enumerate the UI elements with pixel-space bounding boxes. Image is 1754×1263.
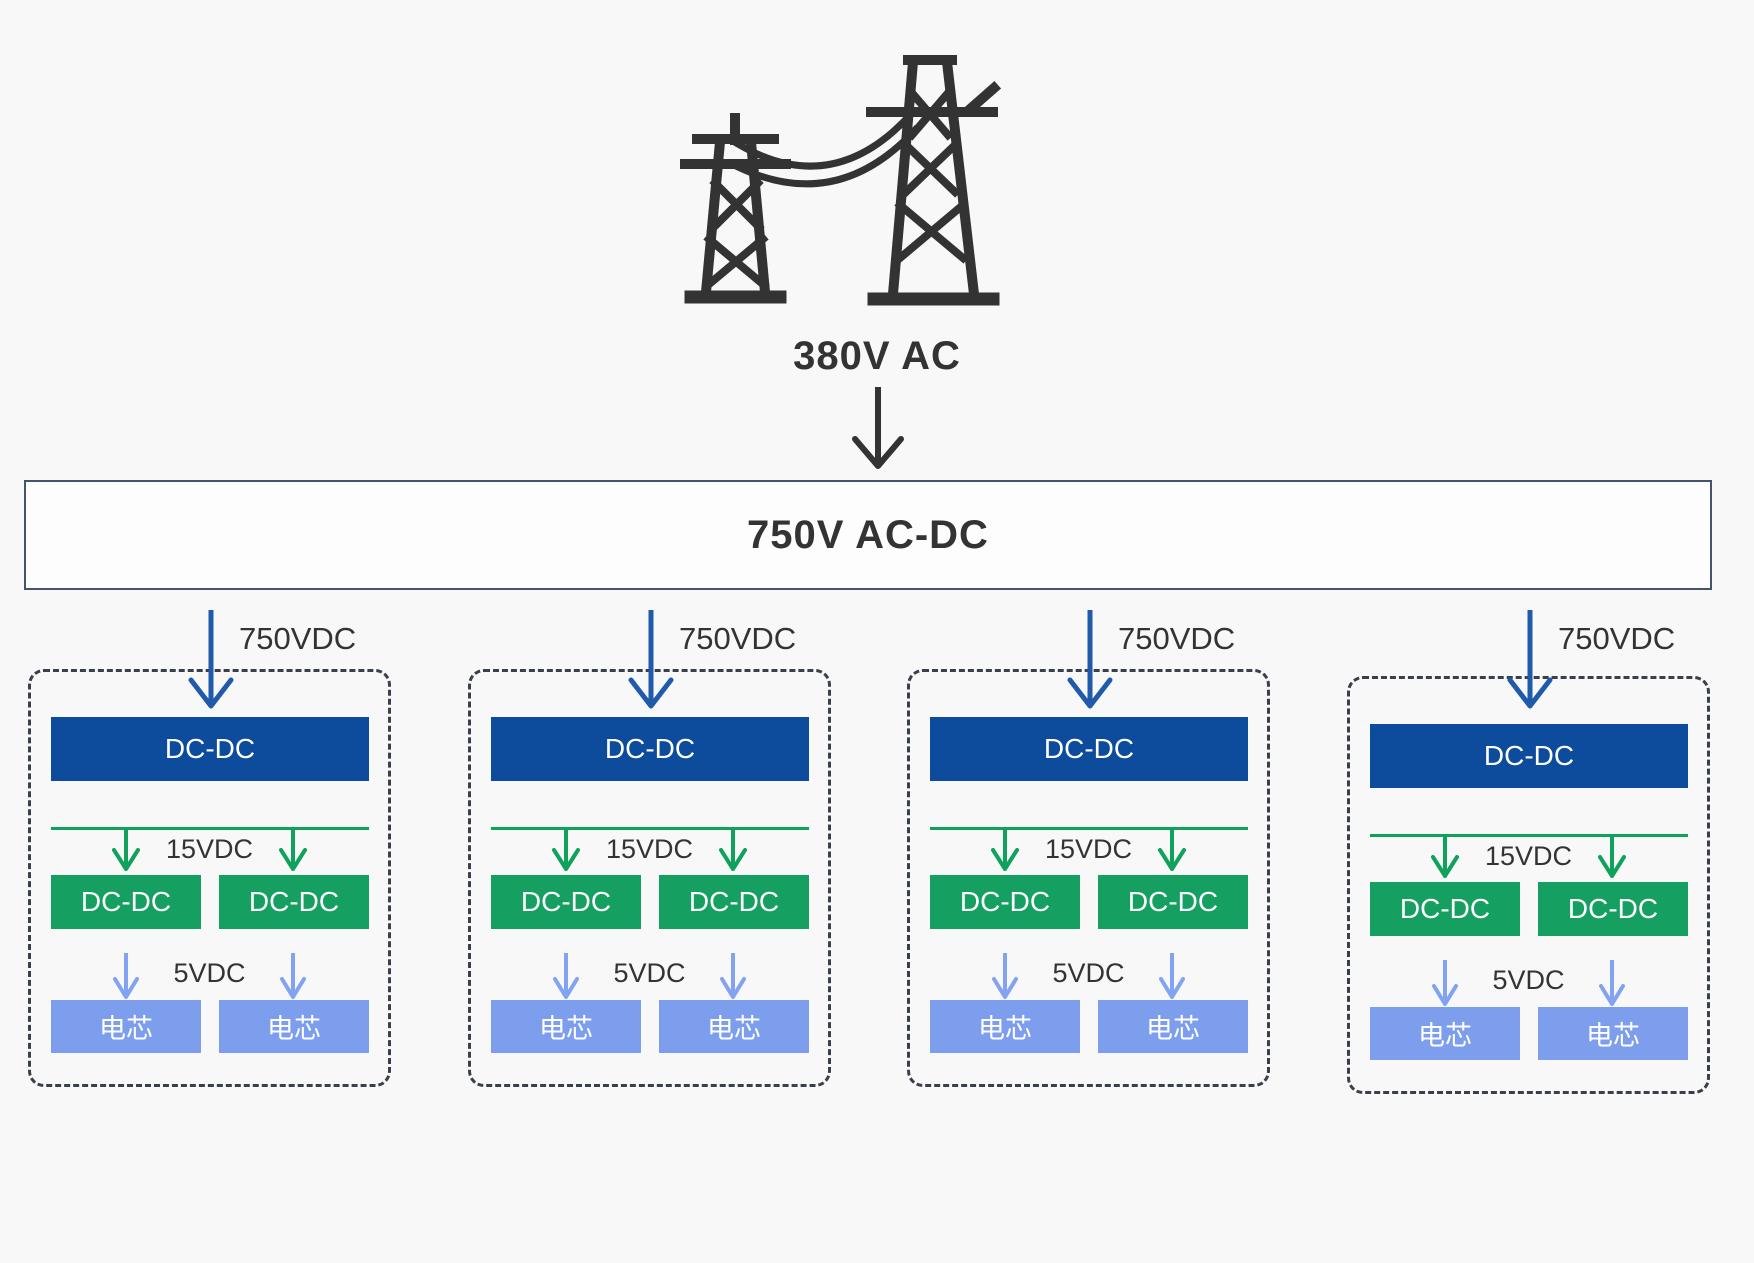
battery-cell-box: 电芯 [1370, 1007, 1520, 1060]
primary-dcdc-label: DC-DC [164, 733, 256, 764]
primary-dcdc-box: DC-DC [51, 717, 369, 781]
mid-voltage-label: 15VDC [605, 834, 694, 864]
secondary-dcdc-label: DC-DC [1567, 893, 1659, 924]
battery-cluster-group: 750VDC DC-DC 15VDC DC-DC DC-DC 5VDC [907, 610, 1270, 1087]
battery-cell-box: 电芯 [491, 1000, 641, 1053]
down-arrow-icon [552, 828, 580, 871]
battery-cell-label: 电芯 [99, 1014, 153, 1044]
mid-voltage-label: 15VDC [165, 834, 254, 864]
low-voltage-label: 5VDC [173, 958, 246, 988]
battery-cell-label: 电芯 [978, 1014, 1032, 1044]
dc-bus-line [930, 827, 1248, 830]
dc-bus-line [491, 827, 809, 830]
battery-cell-box: 电芯 [930, 1000, 1080, 1053]
secondary-dcdc-box: DC-DC [51, 875, 201, 929]
secondary-dcdc-label: DC-DC [1399, 893, 1491, 924]
acdc-converter-label: 750V AC-DC [747, 512, 989, 557]
battery-cell-label: 电芯 [539, 1014, 593, 1044]
battery-cluster-group: 750VDC DC-DC 15VDC DC-DC DC-DC 5VDC [1347, 610, 1710, 1094]
primary-dcdc-box: DC-DC [1370, 724, 1688, 788]
down-arrow-icon [1431, 835, 1459, 878]
secondary-dcdc-box: DC-DC [1098, 875, 1248, 929]
low-voltage-label: 5VDC [613, 958, 686, 988]
secondary-dcdc-label: DC-DC [1127, 886, 1219, 917]
secondary-dcdc-box: DC-DC [659, 875, 809, 929]
down-arrow-icon [1599, 960, 1625, 1006]
input-voltage-label: 750VDC [1558, 621, 1676, 656]
down-arrow-icon [279, 828, 307, 871]
mid-voltage-label: 15VDC [1484, 841, 1573, 871]
secondary-dcdc-label: DC-DC [248, 886, 340, 917]
battery-cluster-group: 750VDC DC-DC 15VDC DC-DC DC-DC 5VDC [468, 610, 831, 1087]
secondary-dcdc-box: DC-DC [930, 875, 1080, 929]
down-arrow-icon [188, 610, 234, 709]
primary-dcdc-box: DC-DC [930, 717, 1248, 781]
down-arrow-icon [1598, 835, 1626, 878]
down-arrow-icon [1432, 960, 1458, 1006]
transmission-tower-icon [680, 55, 1002, 306]
down-arrow-icon [1159, 953, 1185, 999]
secondary-dcdc-box: DC-DC [1370, 882, 1520, 936]
battery-cell-label: 电芯 [1146, 1014, 1200, 1044]
down-arrow-icon [720, 953, 746, 999]
down-arrow-icon [992, 953, 1018, 999]
battery-cell-box: 电芯 [219, 1000, 369, 1053]
secondary-dcdc-label: DC-DC [80, 886, 172, 917]
acdc-converter-box: 750V AC-DC [24, 480, 1712, 590]
dc-bus-line [51, 827, 369, 830]
down-arrow-icon [112, 828, 140, 871]
secondary-dcdc-box: DC-DC [491, 875, 641, 929]
down-arrow-icon [1507, 610, 1553, 709]
secondary-dcdc-box: DC-DC [1538, 882, 1688, 936]
battery-cell-box: 电芯 [1538, 1007, 1688, 1060]
primary-dcdc-label: DC-DC [1483, 740, 1575, 771]
down-arrow-icon [553, 953, 579, 999]
battery-cell-box: 电芯 [51, 1000, 201, 1053]
battery-cell-label: 电芯 [1418, 1021, 1472, 1051]
down-arrow-icon [280, 953, 306, 999]
down-arrow-icon [113, 953, 139, 999]
dc-bus-line [1370, 834, 1688, 837]
secondary-dcdc-box: DC-DC [219, 875, 369, 929]
battery-cell-box: 电芯 [1098, 1000, 1248, 1053]
grid-voltage-label: 380V AC [793, 334, 961, 378]
input-voltage-label: 750VDC [239, 621, 357, 656]
mid-voltage-label: 15VDC [1044, 834, 1133, 864]
down-arrow-icon [1158, 828, 1186, 871]
input-voltage-label: 750VDC [1118, 621, 1236, 656]
down-arrow-icon [991, 828, 1019, 871]
low-voltage-label: 5VDC [1052, 958, 1125, 988]
battery-cluster-group: 750VDC DC-DC 15VDC DC-DC DC-DC 5VDC [28, 610, 391, 1087]
low-voltage-label: 5VDC [1492, 965, 1565, 995]
down-arrow-icon [1067, 610, 1113, 709]
secondary-dcdc-label: DC-DC [959, 886, 1051, 917]
primary-dcdc-box: DC-DC [491, 717, 809, 781]
down-arrow-icon [852, 387, 904, 469]
battery-cell-label: 电芯 [1586, 1021, 1640, 1051]
secondary-dcdc-label: DC-DC [520, 886, 612, 917]
primary-dcdc-label: DC-DC [1043, 733, 1135, 764]
secondary-dcdc-label: DC-DC [688, 886, 780, 917]
down-arrow-icon [719, 828, 747, 871]
battery-cell-label: 电芯 [707, 1014, 761, 1044]
primary-dcdc-label: DC-DC [604, 733, 696, 764]
battery-cell-box: 电芯 [659, 1000, 809, 1053]
down-arrow-icon [628, 610, 674, 709]
battery-cell-label: 电芯 [267, 1014, 321, 1044]
input-voltage-label: 750VDC [679, 621, 797, 656]
